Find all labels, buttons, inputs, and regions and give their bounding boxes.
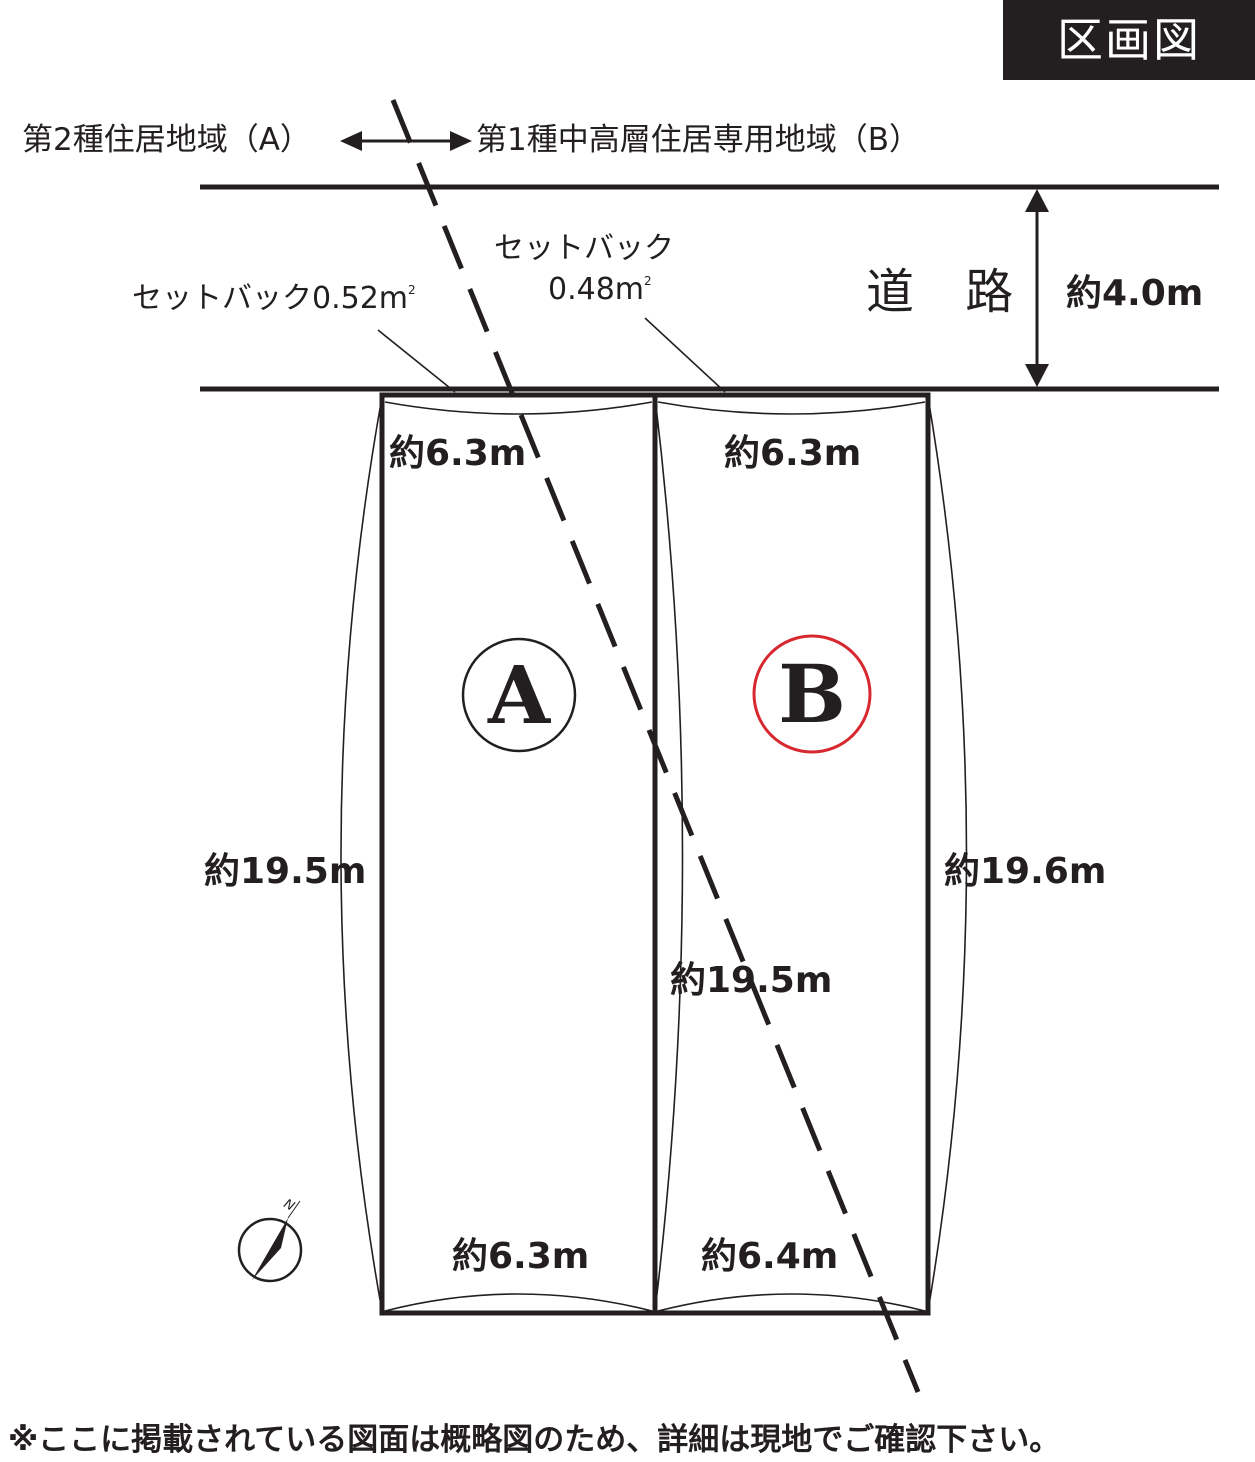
dimension-arcs [340, 396, 968, 1312]
lot-b-label: B [778, 647, 846, 741]
lot-b-top-width: 約6.3m [724, 433, 862, 474]
lot-b-circle [752, 634, 872, 754]
lot-a-boundary [379, 392, 658, 1316]
setback-label-a-sup: 2 [408, 283, 416, 297]
zoning-arrow [340, 131, 472, 151]
setback-value-b-sup: 2 [644, 274, 652, 288]
road-width-arrow [1025, 189, 1049, 387]
lot-b-bottom-width: 約6.4m [701, 1236, 839, 1277]
setback-label-b: セットバック [494, 231, 674, 266]
zoning-label-b: 第1種中高層住居専用地域（B） [476, 122, 920, 158]
zoning-label-a: 第2種住居地域（A） [22, 122, 311, 158]
lot-a-circle [461, 637, 577, 753]
road-width-label: 約4.0m [1066, 273, 1204, 314]
lot-a-top-width: 約6.3m [389, 433, 527, 474]
zoning-boundary-line [390, 99, 921, 1393]
road-label: 道 路 [866, 264, 1032, 320]
setback-value-b-text: 0.48m [548, 272, 645, 307]
lot-a-bottom-width: 約6.3m [452, 1236, 590, 1277]
lot-b-boundary [652, 392, 931, 1316]
compass-icon [237, 1200, 303, 1283]
lot-a-label: A [487, 648, 551, 742]
setback-label-a: セットバック0.52m2 [132, 279, 416, 324]
lot-b-side-length: 約19.6m [944, 851, 1107, 892]
lot-a-side-length: 約19.5m [204, 851, 367, 892]
setback-leader-right [644, 317, 726, 393]
setback-label-a-text: セットバック0.52m [132, 281, 409, 316]
setback-leader-left [377, 329, 456, 393]
disclaimer-note: ※ここに掲載されている図面は概略図のため、詳細は現地でご確認下さい。 [8, 1422, 1061, 1458]
shared-side-length: 約19.5m [670, 960, 833, 1001]
setback-value-b: 0.48m2 [548, 270, 652, 315]
page-title-badge: 区画図 [1003, 0, 1255, 80]
